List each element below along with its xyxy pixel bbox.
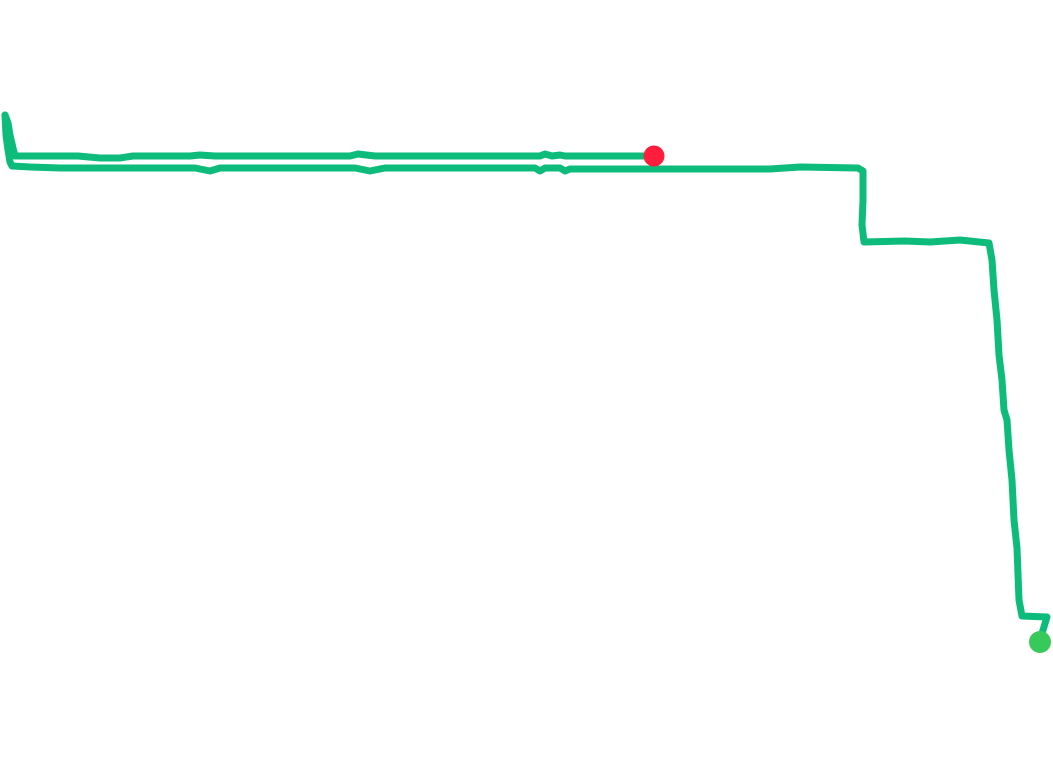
route-line-return — [1, 111, 658, 162]
end-marker[interactable] — [643, 145, 665, 167]
route-line — [1, 111, 1051, 644]
start-marker[interactable] — [1029, 631, 1051, 653]
